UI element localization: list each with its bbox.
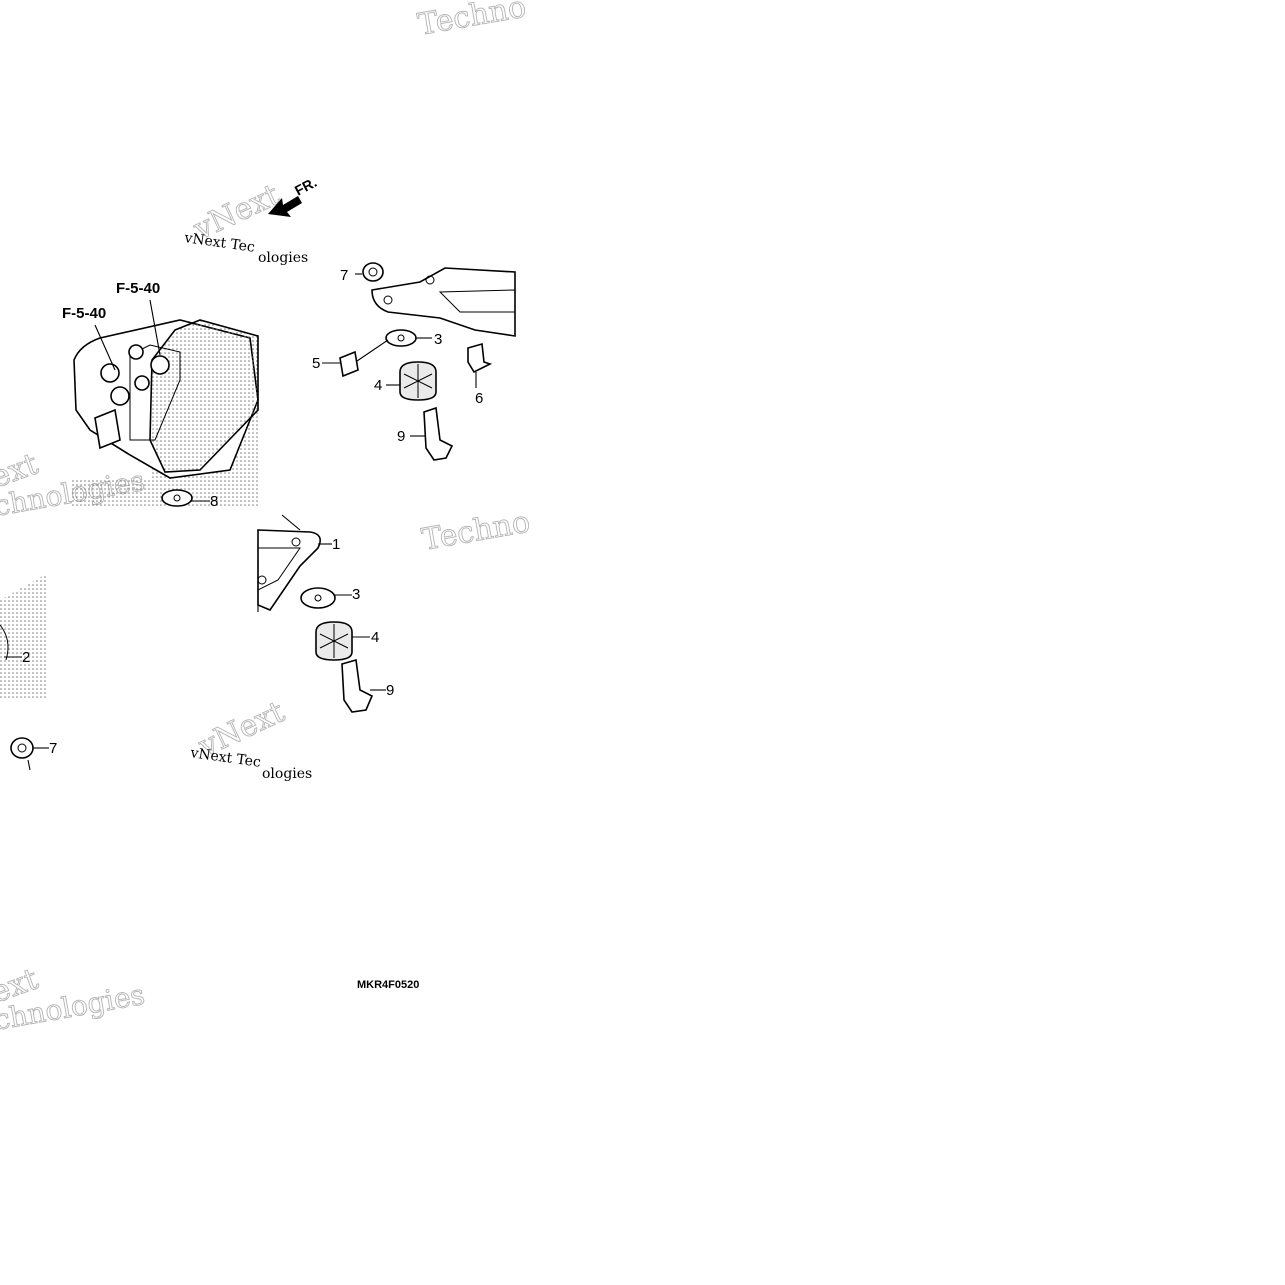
watermarks: Techno vNext vNext Tec ologies ext chnol… xyxy=(0,0,533,1037)
callout-3-upper: 3 xyxy=(434,331,442,348)
part-5-screw xyxy=(339,350,359,378)
lower-bracket xyxy=(257,529,321,611)
watermark-vnext-tec-upper: vNext Tec xyxy=(182,230,255,256)
callout-3-lower: 3 xyxy=(352,586,360,603)
port-hole-4 xyxy=(110,386,130,406)
part-7-nut-lower xyxy=(10,737,34,759)
callout-7-lower: 7 xyxy=(49,740,57,757)
port-hole-1 xyxy=(100,363,120,383)
part-9-bolt-upper xyxy=(423,406,454,461)
lower-left-assembly: 2 7 xyxy=(0,574,57,771)
direction-arrow-icon xyxy=(268,196,302,217)
watermark-tech-top: Techno xyxy=(415,0,528,43)
reference-label-f540-2: F-5-40 xyxy=(116,280,160,297)
part-3-washer-lower xyxy=(300,587,336,609)
reference-label-f540-1: F-5-40 xyxy=(62,305,106,322)
port-hole-5 xyxy=(134,375,150,391)
part-8-washer xyxy=(161,489,193,507)
part-9-bolt-lower xyxy=(341,658,374,713)
diagram-code: MKR4F0520 xyxy=(357,979,419,991)
callout-8: 8 xyxy=(210,493,218,510)
callout-6: 6 xyxy=(475,390,483,407)
upper-bracket xyxy=(371,267,516,337)
callout-4-upper: 4 xyxy=(374,377,382,394)
upper-bracket-assembly: 7 5 3 4 6 9 xyxy=(312,262,516,461)
callout-4-lower: 4 xyxy=(371,629,379,646)
watermark-ologies-lower: ologies xyxy=(262,766,312,782)
lower-left-shading xyxy=(0,574,46,700)
part-7-nut-upper xyxy=(362,262,384,282)
port-hole-2 xyxy=(128,344,144,360)
modulator-right-block xyxy=(149,319,259,473)
lower-bracket-assembly: 1 3 4 9 xyxy=(257,514,394,713)
abs-modulator-unit: F-5-40 F-5-40 8 xyxy=(62,280,259,510)
callout-2: 2 xyxy=(22,649,30,666)
watermark-ologies-upper: ologies xyxy=(258,250,308,266)
callout-1: 1 xyxy=(332,536,340,553)
callout-9-upper: 9 xyxy=(397,428,405,445)
direction-label: FR. xyxy=(292,174,319,199)
part-8-washer-hole xyxy=(173,494,181,502)
modulator-edge-line xyxy=(129,344,181,441)
watermark-tech-mid: Techno xyxy=(419,504,532,557)
connector-bracket xyxy=(94,408,121,450)
part-3-washer-upper xyxy=(385,329,417,347)
watermark-vnext-tec-lower: vNext Tec xyxy=(188,745,261,771)
callout-5: 5 xyxy=(312,355,320,372)
port-hole-3 xyxy=(150,355,170,375)
callout-9-lower: 9 xyxy=(386,682,394,699)
part-6-bolt xyxy=(467,342,493,374)
callout-7-upper: 7 xyxy=(340,267,348,284)
